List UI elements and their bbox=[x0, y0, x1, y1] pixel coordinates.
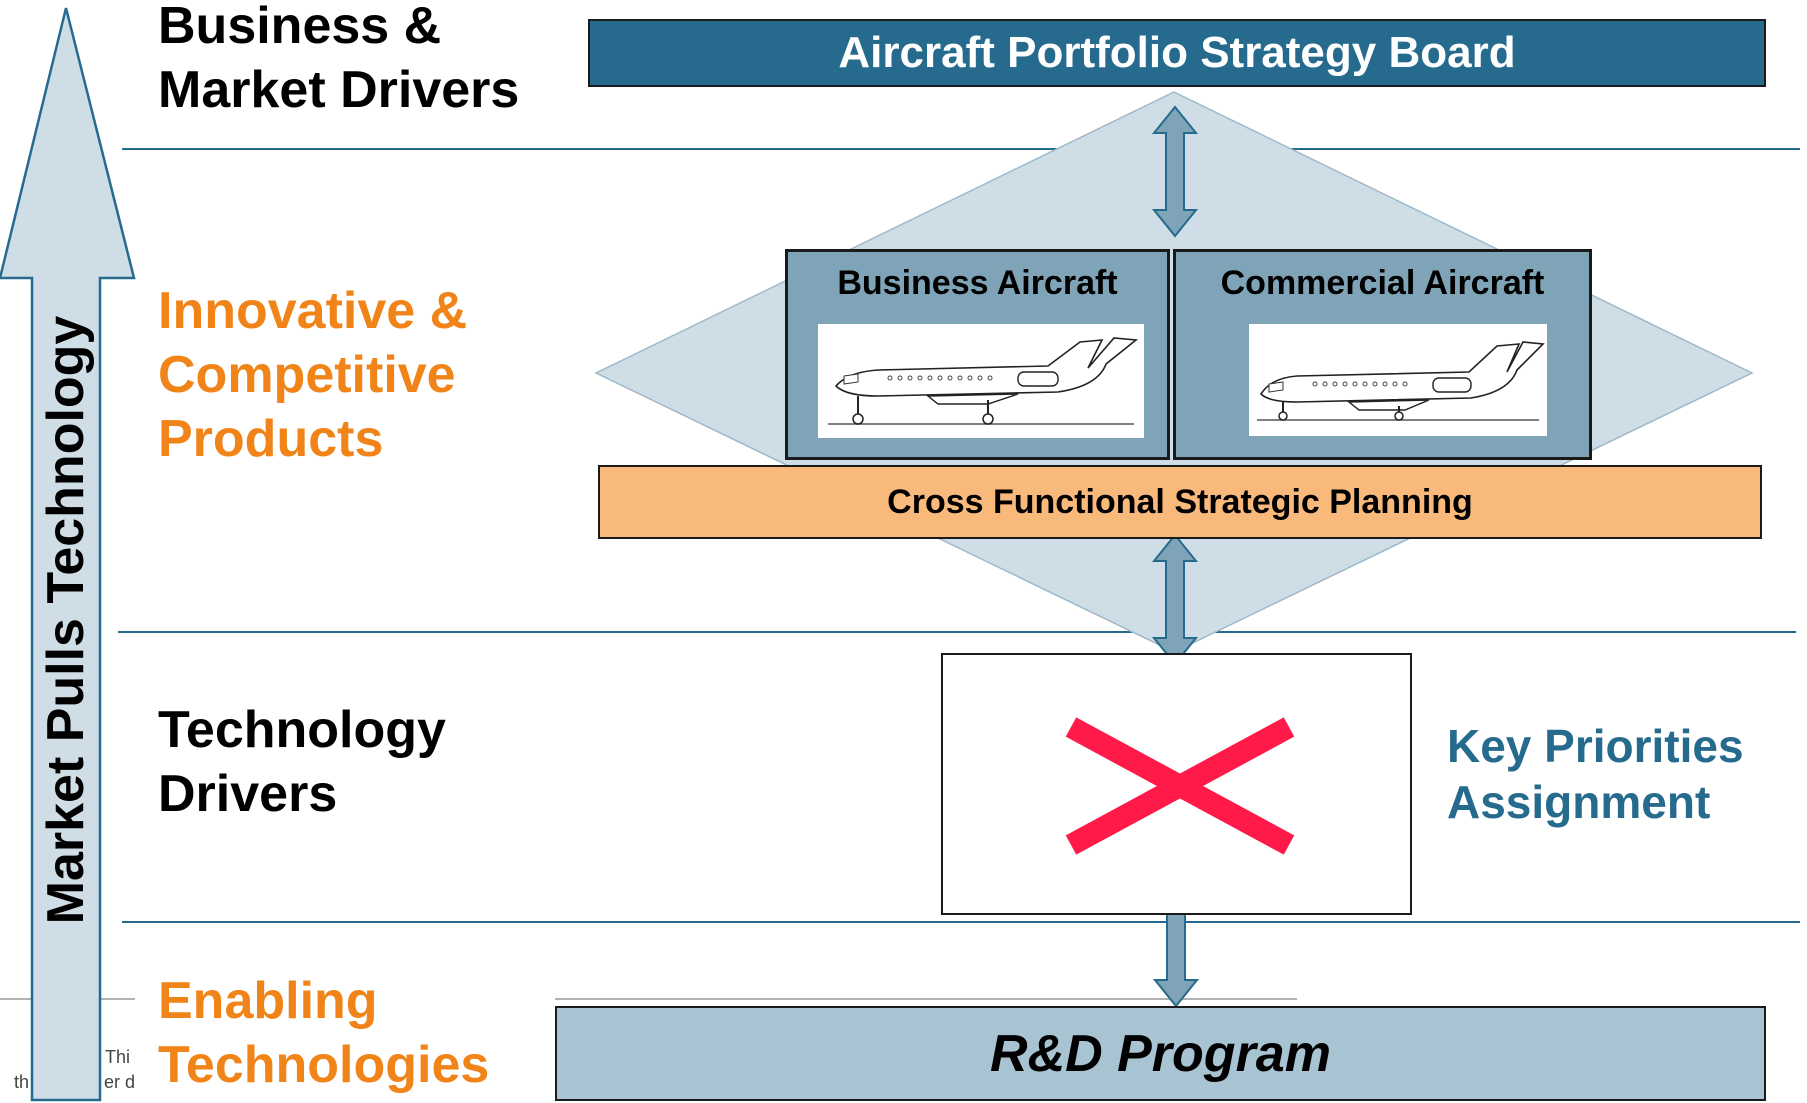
commercial-aircraft-box: Commercial Aircraft bbox=[1173, 249, 1592, 460]
lane-label-line: Technologies bbox=[158, 1036, 490, 1094]
aircraft-portfolio-strategy-board: Aircraft Portfolio Strategy Board bbox=[588, 19, 1766, 87]
key-priorities-line: Key Priorities bbox=[1447, 720, 1744, 772]
business-jet-drawing bbox=[828, 337, 1139, 425]
lane-label-line: Technology bbox=[158, 701, 446, 759]
lane-label-line: Drivers bbox=[158, 765, 338, 823]
lane-label-line: Market Drivers bbox=[158, 61, 520, 119]
double-arrow-board-aircraft bbox=[1151, 105, 1199, 238]
commercial-jet-drawing bbox=[1257, 341, 1545, 421]
lane-label-technology-drivers: Technology Drivers bbox=[158, 698, 446, 826]
lane-label-line: Business & bbox=[158, 0, 442, 55]
business-aircraft-box: Business Aircraft bbox=[785, 249, 1170, 460]
rd-program-bar: R&D Program bbox=[555, 1006, 1766, 1101]
key-priorities-line: Assignment bbox=[1447, 776, 1711, 828]
red-x-mark bbox=[1065, 717, 1295, 855]
commercial-jet-image bbox=[1249, 324, 1547, 436]
lane-label-enabling-technologies: Enabling Technologies bbox=[158, 969, 489, 1097]
lane-label-line: Innovative & bbox=[158, 282, 468, 340]
footer-fragment: er d bbox=[104, 1072, 136, 1092]
lane-label-line: Enabling bbox=[158, 972, 378, 1030]
commercial-aircraft-title: Commercial Aircraft bbox=[1220, 264, 1545, 302]
business-jet-image bbox=[818, 324, 1144, 438]
lane-label-line: Products bbox=[158, 410, 384, 468]
lane-label-innovative-products: Innovative & Competitive Products bbox=[158, 279, 467, 471]
key-priorities-assignment-label: Key Priorities Assignment bbox=[1447, 718, 1797, 830]
cross-functional-strategic-planning: Cross Functional Strategic Planning bbox=[598, 465, 1762, 539]
footer-fragment: th bbox=[14, 1072, 30, 1092]
lane-label-business-market-drivers: Business & Market Drivers bbox=[158, 0, 519, 122]
business-aircraft-title: Business Aircraft bbox=[837, 264, 1118, 302]
footer-fragment: Thi bbox=[105, 1047, 131, 1067]
priorities-box bbox=[941, 653, 1412, 915]
market-pull-arrow bbox=[0, 7, 136, 1102]
lane-label-line: Competitive bbox=[158, 346, 456, 404]
